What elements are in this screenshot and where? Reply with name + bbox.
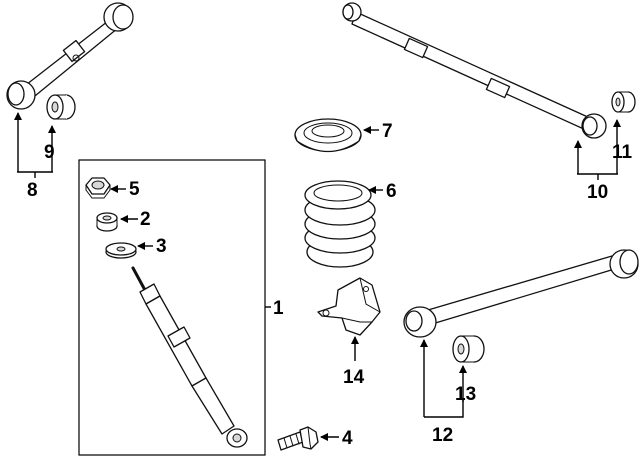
- shock-upper-bushing: [96, 212, 118, 232]
- callout-12: 12: [432, 425, 453, 446]
- spring-bracket: [317, 277, 381, 336]
- callout-6: 6: [386, 181, 397, 202]
- callout-3: 3: [156, 236, 167, 257]
- lower-control-arm-bushing: [452, 335, 485, 363]
- callout-14: 14: [343, 367, 365, 388]
- callout-2: 2: [140, 209, 151, 230]
- bracket-12: [424, 400, 464, 418]
- shock-absorber-group-frame: [78, 159, 266, 456]
- upper-right-lateral-rod: [342, 2, 607, 139]
- shock-mount-nut: [85, 177, 111, 199]
- callout-11: 11: [612, 142, 633, 163]
- callout-5: 5: [129, 179, 140, 200]
- callout-9: 9: [44, 142, 55, 163]
- shock-mount-washer: [105, 242, 137, 259]
- callout-10: 10: [587, 182, 608, 203]
- spring-seat-insulator: [294, 118, 362, 153]
- lower-control-arm: [403, 249, 639, 338]
- upper-left-control-arm: [6, 2, 134, 110]
- lateral-rod-bushing-right: [611, 91, 636, 113]
- coil-spring: [304, 180, 376, 268]
- control-arm-bushing-left: [46, 94, 76, 120]
- callout-7: 7: [382, 121, 393, 142]
- callout-4: 4: [342, 428, 353, 449]
- shock-absorber: [131, 266, 248, 448]
- callout-1: 1: [273, 298, 284, 319]
- callout-13: 13: [455, 384, 476, 405]
- mounting-bolt: [277, 426, 319, 451]
- callout-8: 8: [27, 180, 38, 201]
